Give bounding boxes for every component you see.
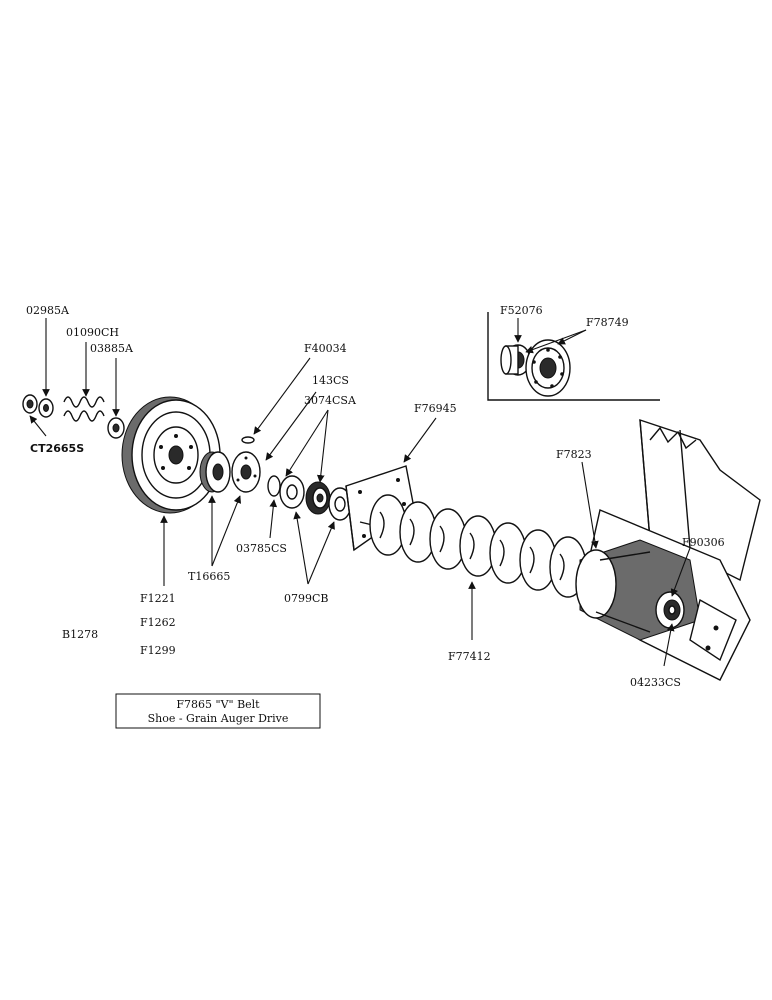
nut-ct2665s [22,394,38,414]
label-f52076: F52076 [500,304,543,317]
bearing-part-inset [500,344,531,376]
label-143cs: 143CS [312,374,349,387]
inset-detail [487,312,660,401]
label-02985a: 02985A [26,304,70,317]
caption-line-1: F7865 "V" Belt [176,698,260,711]
washer-03885a [107,417,125,439]
inset-frame [487,312,660,401]
spring-01090ch [63,396,105,422]
bearing-f90306 [655,591,685,629]
label-f90306: F90306 [682,536,725,549]
caption-box: F7865 "V" Belt Shoe - Grain Auger Drive [115,693,321,729]
label-03785cs: 03785CS [236,542,287,555]
label-04233cs: 04233CS [630,676,681,689]
label-f7823: F7823 [556,448,592,461]
key-f40034 [241,436,255,444]
label-f77412: F77412 [448,650,491,663]
pulley-f1221 [121,396,221,514]
label-b1278: B1278 [62,628,98,641]
caption-line-2: Shoe - Grain Auger Drive [148,712,289,725]
housing-f7823 [575,419,761,681]
collar-03785cs [267,475,281,497]
part-labels: 02985A 01090CH 03885A CT2665S F40034 143… [26,304,725,689]
auger-f77412 [359,494,601,598]
label-f40034: F40034 [304,342,347,355]
label-f1299: F1299 [140,644,176,657]
hub-t16665 [199,451,231,493]
label-3074csa: 3074CSA [304,394,357,407]
label-0799cb: 0799CB [284,592,329,605]
leader-lines [29,318,691,667]
caption-frame [115,693,321,729]
washer-02985a [38,398,54,418]
label-f78749: F78749 [586,316,629,329]
label-ct2665s: CT2665S [30,442,84,455]
bearing-3074csa [305,481,331,515]
flange-hub-t16665 [231,451,261,493]
label-03885a: 03885A [90,342,134,355]
label-f76945: F76945 [414,402,457,415]
label-t16665: T16665 [188,570,230,583]
plate-0799cb [279,475,305,509]
label-f1221: F1221 [140,592,176,605]
flange-part-inset [525,339,571,397]
label-f1262: F1262 [140,616,176,629]
label-01090ch: 01090CH [66,326,119,339]
